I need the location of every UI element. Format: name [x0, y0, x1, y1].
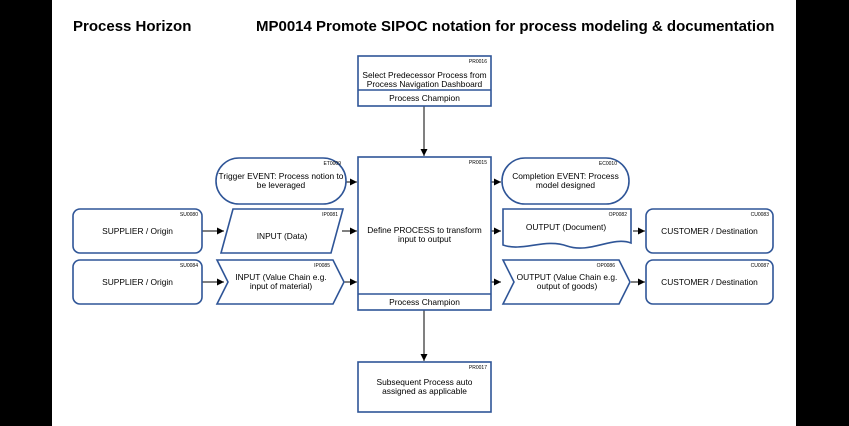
diagram-title: MP0014 Promote SIPOC notation for proces…: [256, 18, 775, 35]
supplier-2-id: SU0084: [180, 263, 198, 269]
input-1-id: IP0081: [322, 212, 338, 218]
subsequent-label-line-1: Subsequent Process auto: [377, 377, 473, 387]
output-1-label: OUTPUT (Document): [526, 222, 607, 232]
customer-1-id: CU0083: [751, 212, 770, 218]
customer-1-label: CUSTOMER / Destination: [661, 226, 758, 236]
output-2[interactable]: OP0086 OUTPUT (Value Chain e.g. output o…: [501, 259, 631, 305]
input-2-id: IP0085: [314, 263, 330, 269]
customer-2-label: CUSTOMER / Destination: [661, 277, 758, 287]
output-1-id: OP0082: [609, 212, 628, 218]
input-1-label: INPUT (Data): [257, 231, 308, 241]
main-process[interactable]: PR0015 Define PROCESS to transform input…: [357, 156, 492, 311]
process-label-line-2: input to output: [398, 234, 452, 244]
input-1[interactable]: IP0081 INPUT (Data): [219, 208, 345, 254]
subsequent-label-line-2: assigned as applicable: [382, 386, 467, 396]
subsequent-id: PR0017: [469, 365, 487, 371]
customer-2[interactable]: CU0087 CUSTOMER / Destination: [645, 259, 774, 305]
predecessor-label-line-2: Process Navigation Dashboard: [367, 79, 483, 89]
predecessor-process[interactable]: PR0016 Select Predecessor Process from P…: [357, 55, 492, 107]
supplier-2-label: SUPPLIER / Origin: [102, 277, 173, 287]
app-title: Process Horizon: [73, 18, 192, 35]
supplier-2[interactable]: SU0084 SUPPLIER / Origin: [72, 259, 203, 305]
predecessor-role: Process Champion: [389, 93, 460, 103]
subsequent-process[interactable]: PR0017 Subsequent Process auto assigned …: [357, 361, 492, 413]
completion-event[interactable]: EC0010 Completion EVENT: Process model d…: [501, 157, 630, 205]
process-role: Process Champion: [389, 297, 460, 307]
output-1[interactable]: OP0082 OUTPUT (Document): [502, 208, 632, 249]
customer-2-id: CU0087: [751, 263, 770, 269]
trigger-event-line-2: be leveraged: [257, 180, 306, 190]
predecessor-id: PR0016: [469, 59, 487, 65]
completion-event-line-1: Completion EVENT: Process: [512, 171, 619, 181]
supplier-1-id: SU0080: [180, 212, 198, 218]
customer-1[interactable]: CU0083 CUSTOMER / Destination: [645, 208, 774, 254]
trigger-event-id: ET0009: [323, 161, 341, 167]
output-2-line-1: OUTPUT (Value Chain e.g.: [517, 272, 618, 282]
trigger-event[interactable]: ET0009 Trigger EVENT: Process notion to …: [215, 157, 347, 205]
supplier-1[interactable]: SU0080 SUPPLIER / Origin: [72, 208, 203, 254]
input-2[interactable]: IP0085 INPUT (Value Chain e.g. input of …: [215, 259, 345, 305]
completion-event-id: EC0010: [599, 161, 617, 167]
output-2-id: OP0086: [597, 263, 616, 269]
input-2-line-1: INPUT (Value Chain e.g.: [235, 272, 326, 282]
process-id: PR0015: [469, 160, 487, 166]
process-label-line-1: Define PROCESS to transform: [367, 225, 482, 235]
input-2-line-2: input of material): [250, 281, 313, 291]
predecessor-label-line-1: Select Predecessor Process from: [362, 70, 486, 80]
output-2-line-2: output of goods): [537, 281, 598, 291]
trigger-event-line-1: Trigger EVENT: Process notion to: [219, 171, 344, 181]
supplier-1-label: SUPPLIER / Origin: [102, 226, 173, 236]
completion-event-line-2: model designed: [536, 180, 595, 190]
